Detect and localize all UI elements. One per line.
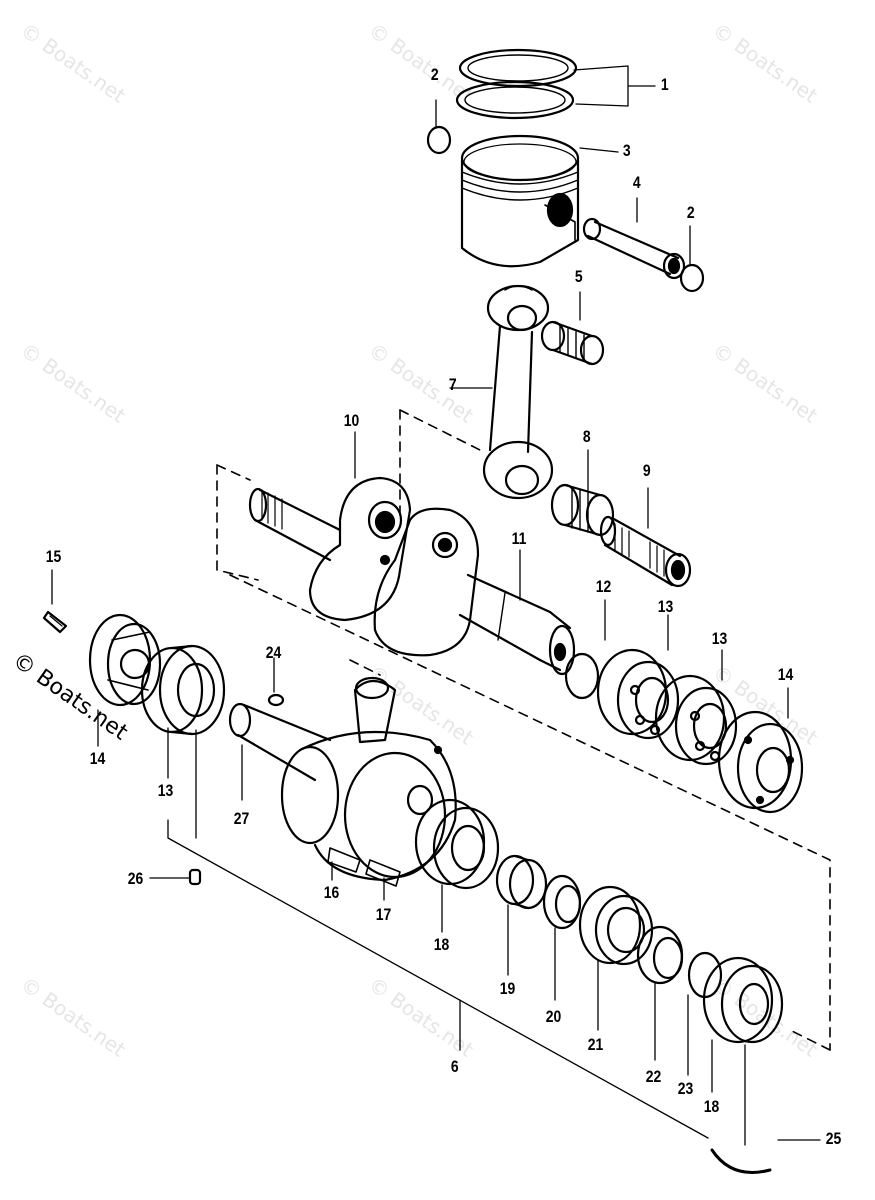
piston-pin	[582, 217, 686, 280]
circlip-left	[426, 125, 452, 155]
seal-20	[542, 874, 582, 930]
circlip-25	[710, 1148, 772, 1174]
crankshaft-left-half	[248, 476, 412, 622]
small-end-bearing	[540, 320, 605, 366]
connecting-rod	[482, 284, 554, 500]
main-bearing-right-2	[654, 674, 738, 766]
callout-3: 3	[622, 141, 631, 160]
leader-lines	[51, 65, 821, 1146]
crankshaft-right-half	[373, 507, 576, 676]
callout-10: 10	[343, 411, 360, 430]
callout-13-b: 13	[711, 629, 728, 648]
callout-23: 23	[677, 1079, 694, 1098]
callout-11: 11	[511, 529, 527, 548]
crankpin-bearing	[550, 483, 615, 537]
callout-2-left: 2	[430, 65, 439, 84]
callout-25: 25	[825, 1129, 842, 1148]
callout-24: 24	[265, 643, 282, 662]
assembly-lines	[216, 409, 831, 1051]
callout-26: 26	[127, 869, 144, 888]
collar	[495, 854, 548, 910]
main-bearing-left	[140, 644, 226, 736]
callout-19: 19	[499, 979, 516, 998]
circlip-right	[679, 263, 705, 293]
callout-13-c: 13	[157, 781, 174, 800]
callout-14-left: 14	[89, 749, 106, 768]
callout-15: 15	[45, 547, 62, 566]
callout-9: 9	[642, 461, 651, 480]
callout-4: 4	[632, 173, 641, 192]
callout-18-a: 18	[433, 935, 450, 954]
callout-6: 6	[450, 1057, 459, 1076]
callout-17: 17	[375, 905, 392, 924]
oil-seal-right	[717, 710, 804, 814]
oil-seal-left	[88, 613, 162, 707]
callout-5: 5	[574, 267, 583, 286]
crank-pin	[599, 515, 692, 588]
callout-18-b: 18	[703, 1097, 720, 1116]
callout-21: 21	[587, 1035, 604, 1054]
piston	[460, 134, 580, 268]
main-bearing-lower-1	[414, 798, 500, 890]
crankshaft-assembly-lower	[228, 676, 457, 887]
dowel-pin	[188, 868, 202, 886]
callout-13-a: 13	[657, 597, 674, 616]
callout-20: 20	[545, 1007, 562, 1026]
callout-1: 1	[660, 75, 669, 94]
main-bearing-right-1	[596, 648, 680, 740]
callout-12: 12	[595, 577, 612, 596]
main-bearing-lower-2	[702, 956, 784, 1044]
callout-16: 16	[323, 883, 340, 902]
callout-22: 22	[645, 1067, 662, 1086]
piston-rings	[455, 48, 578, 120]
oil-seal-21	[578, 885, 654, 966]
set-screw	[42, 610, 68, 634]
seal-22	[636, 925, 684, 985]
callout-2-right: 2	[686, 203, 695, 222]
callout-8: 8	[582, 427, 591, 446]
callout-7: 7	[448, 375, 457, 394]
callout-27: 27	[233, 809, 250, 828]
spacer-ring	[564, 652, 600, 700]
callout-14-right: 14	[777, 665, 794, 684]
